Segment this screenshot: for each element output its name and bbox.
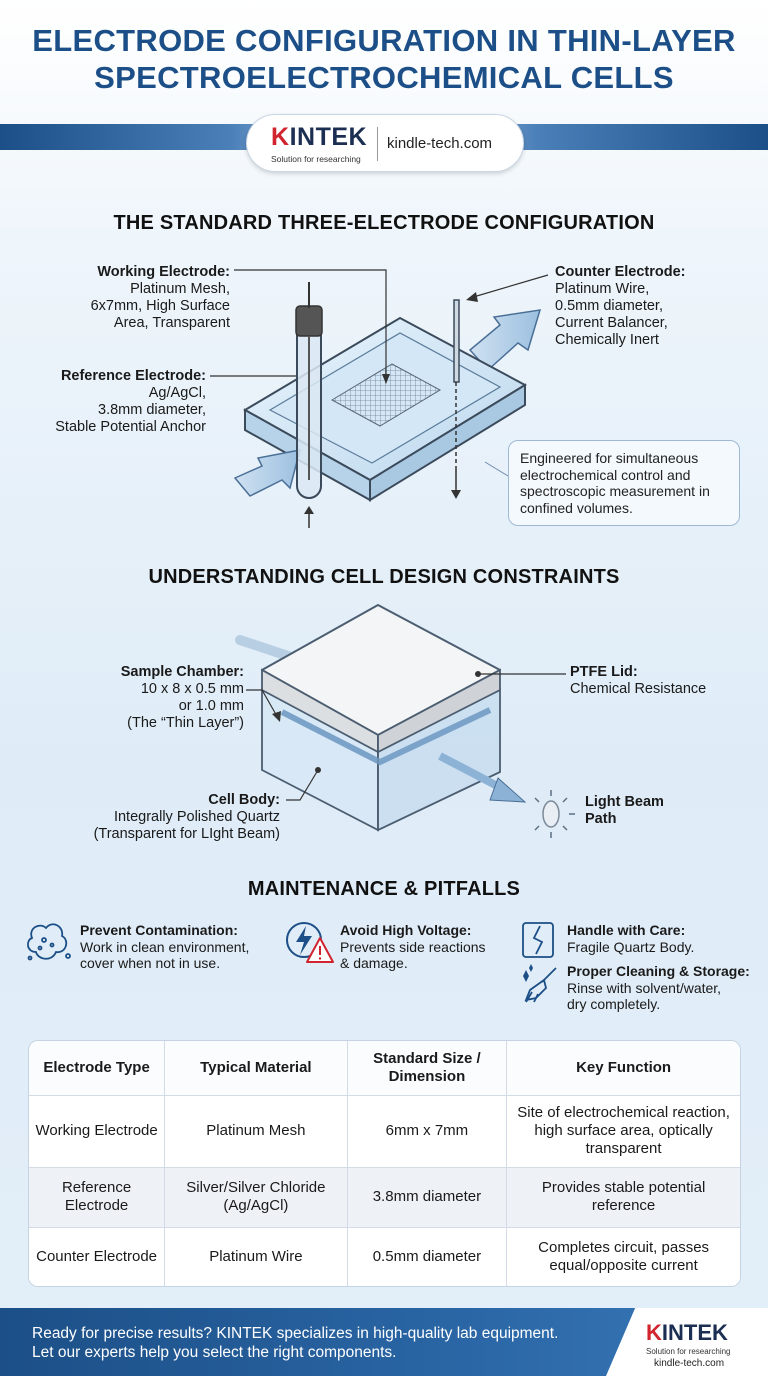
- section-maintenance-title: MAINTENANCE & PITFALLS: [247, 878, 521, 900]
- contamination-icon: [27, 923, 71, 961]
- header-key-function: Key Function: [506, 1041, 740, 1096]
- table-row: Reference Electrode Silver/Silver Chlori…: [29, 1166, 740, 1228]
- cleaning-brush-icon: [522, 963, 557, 1003]
- counter-electrode-wire: [453, 299, 460, 383]
- kintek-logo: KINTEK: [271, 123, 367, 152]
- table-row: Working Electrode Platinum Mesh 6mm x 7m…: [29, 1094, 740, 1168]
- ptfe-lid-label: PTFE Lid: Chemical Resistance: [570, 664, 707, 697]
- light-beam-arrow-out: [468, 309, 542, 372]
- footer-logo-block[interactable]: KINTEK Solution for researching kindle-t…: [606, 1308, 768, 1376]
- maintenance-item-contamination: Prevent Contamination: Work in clean env…: [80, 922, 250, 971]
- table-header-row: Electrode Type Typical Material Standard…: [29, 1041, 740, 1096]
- table-cell: 0.5mm diameter: [346, 1226, 508, 1286]
- cell-front-right: [369, 383, 526, 502]
- light-beam-arrow-in: [233, 449, 302, 497]
- logo-accent-letter: K: [646, 1320, 662, 1345]
- callout-box: Engineered for simultaneous electrochemi…: [508, 440, 740, 526]
- logo-accent-letter: K: [271, 123, 290, 151]
- sample-chamber-label: Sample Chamber: 10 x 8 x 0.5 mm or 1.0 m…: [120, 664, 244, 731]
- title-line-2: SPECTROELECTROCHEMICAL CELLS: [94, 60, 674, 95]
- brand-url[interactable]: kindle-tech.com: [387, 135, 493, 152]
- maintenance-item-handle-care: Handle with Care: Fragile Quartz Body.: [567, 922, 695, 955]
- table-cell: 3.8mm diameter: [346, 1166, 508, 1228]
- table-cell: Counter Electrode: [29, 1226, 166, 1286]
- maintenance-item-cleaning: Proper Cleaning & Storage: Rinse with so…: [567, 963, 750, 1012]
- working-electrode-mesh: [330, 363, 442, 427]
- cell-body-label: Cell Body: Integrally Polished Quartz (T…: [93, 792, 280, 842]
- table-cell: Silver/Silver Chloride (Ag/AgCl): [164, 1166, 348, 1228]
- ptfe-lid-right: [377, 668, 501, 754]
- brand-logo-text: KINTEK: [271, 123, 368, 151]
- table-cell: Working Electrode: [29, 1094, 166, 1168]
- header-standard-size: Standard Size / Dimension: [346, 1041, 508, 1096]
- footer-tagline: Solution for researching: [646, 1347, 731, 1356]
- section-three-electrode-title: THE STANDARD THREE-ELECTRODE CONFIGURATI…: [113, 212, 655, 234]
- header-electrode-type: Electrode Type: [29, 1041, 166, 1096]
- cell-design-diagram: [235, 604, 575, 838]
- brand-tagline: Solution for researching: [271, 154, 361, 164]
- table-cell: Site of electrochemical reaction, high s…: [506, 1094, 740, 1168]
- page-title: ELECTRODE CONFIGURATION IN THIN-LAYER SP…: [0, 22, 768, 96]
- fragile-quartz-icon: [522, 922, 554, 958]
- electrode-comparison-table: Electrode Type Typical Material Standard…: [28, 1040, 741, 1287]
- table-cell: Completes circuit, passes equal/opposite…: [506, 1226, 740, 1286]
- footer-url[interactable]: kindle-tech.com: [654, 1358, 725, 1369]
- reference-electrode-label: Reference Electrode: Ag/AgCl, 3.8mm diam…: [55, 368, 206, 435]
- maintenance-item-high-voltage: Avoid High Voltage: Prevents side reacti…: [340, 922, 486, 971]
- high-voltage-icon: [286, 922, 334, 963]
- table-cell: Reference Electrode: [29, 1166, 166, 1228]
- light-beam-arrow-head: [489, 777, 527, 803]
- counter-electrode-label: Counter Electrode: Platinum Wire, 0.5mm …: [555, 264, 686, 348]
- light-beam-label: Light Beam Path: [585, 794, 664, 827]
- light-beam-arrow: [438, 752, 507, 794]
- table-cell: Platinum Mesh: [164, 1094, 348, 1168]
- header-typical-material: Typical Material: [164, 1041, 348, 1096]
- brand-separator: [377, 127, 378, 161]
- table-cell: Provides stable potential reference: [506, 1166, 740, 1228]
- light-source-lens: [542, 800, 560, 828]
- table-cell: Platinum Wire: [164, 1226, 348, 1286]
- working-electrode-label: Working Electrode: Platinum Mesh, 6x7mm,…: [90, 264, 230, 331]
- section-cell-design-title: UNDERSTANDING CELL DESIGN CONSTRAINTS: [148, 566, 620, 588]
- footer-cta: Ready for precise results? KINTEK specia…: [32, 1325, 559, 1361]
- table-row: Counter Electrode Platinum Wire 0.5mm di…: [29, 1226, 740, 1286]
- footer-kintek-logo: KINTEK: [646, 1320, 728, 1345]
- three-electrode-cell: [210, 269, 549, 528]
- title-line-1: ELECTRODE CONFIGURATION IN THIN-LAYER: [32, 23, 736, 58]
- sample-chamber: [280, 707, 492, 766]
- table-cell: 6mm x 7mm: [346, 1094, 508, 1168]
- reference-electrode-cap: [295, 305, 323, 337]
- brand-badge[interactable]: KINTEK Solution for researching kindle-t…: [246, 114, 524, 172]
